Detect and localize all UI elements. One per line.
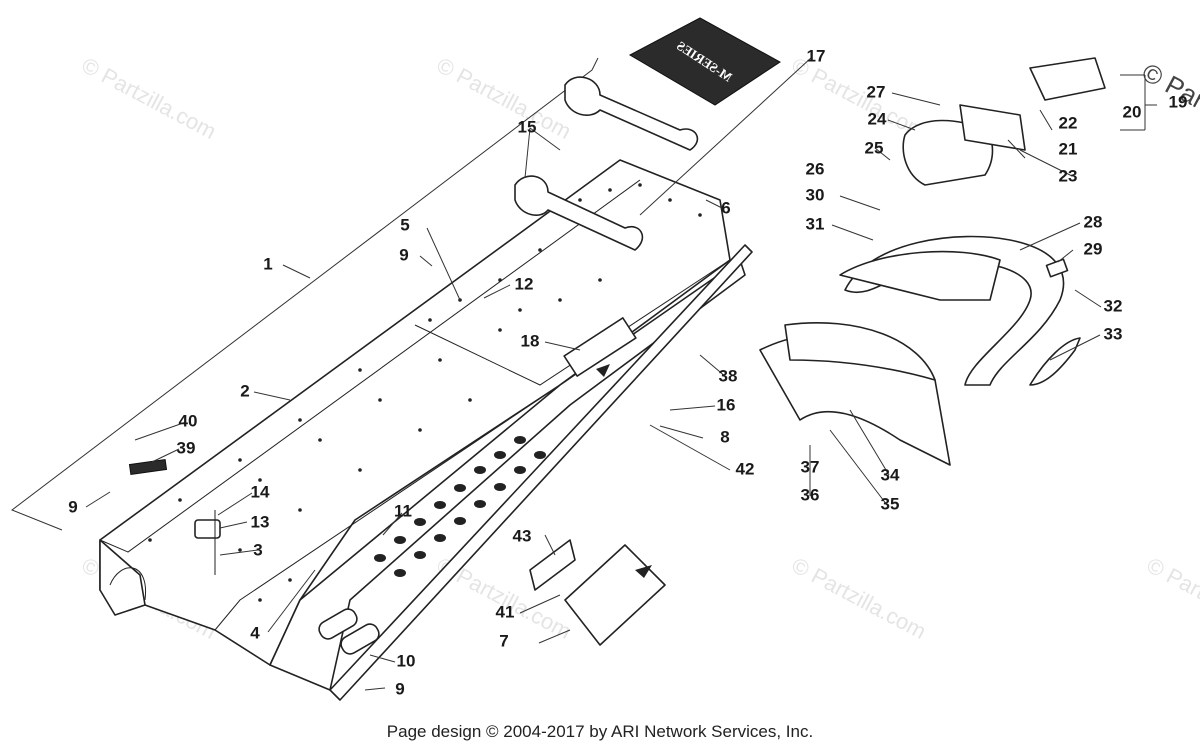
reflector-29 bbox=[1045, 258, 1069, 278]
grab-handles bbox=[514, 76, 699, 251]
running-board-holes bbox=[374, 436, 546, 577]
watermark: © Partzilla.com bbox=[78, 52, 221, 144]
label-18: 18 bbox=[521, 331, 540, 350]
label-9a: 9 bbox=[399, 245, 408, 264]
label-40: 40 bbox=[179, 411, 198, 430]
label-6: 6 bbox=[721, 198, 730, 217]
label-25: 25 bbox=[865, 138, 884, 157]
decal-m-series: M-SERIES bbox=[628, 17, 781, 106]
label-1: 1 bbox=[263, 254, 272, 273]
label-13: 13 bbox=[251, 512, 270, 531]
label-30: 30 bbox=[806, 185, 825, 204]
arrow-marker bbox=[596, 364, 610, 377]
rivet-dots bbox=[148, 183, 702, 602]
rear-bumper bbox=[839, 235, 1065, 386]
label-24: 24 bbox=[868, 109, 887, 128]
label-9b: 9 bbox=[68, 497, 77, 516]
label-16: 16 bbox=[717, 395, 736, 414]
label-34: 34 bbox=[881, 465, 900, 484]
label-32: 32 bbox=[1104, 296, 1123, 315]
snow-flap bbox=[759, 321, 951, 466]
taillight-lens bbox=[959, 104, 1026, 151]
tunnel-body bbox=[99, 159, 753, 701]
label-7: 7 bbox=[499, 631, 508, 650]
leader-lines bbox=[85, 56, 1157, 691]
label-21: 21 bbox=[1059, 139, 1078, 158]
page-footer: Page design © 2004-2017 by ARI Network S… bbox=[386, 722, 814, 741]
label-37: 37 bbox=[801, 457, 820, 476]
label-10: 10 bbox=[397, 651, 416, 670]
label-22: 22 bbox=[1059, 113, 1078, 132]
label-4: 4 bbox=[250, 623, 260, 642]
small-decal bbox=[563, 317, 637, 377]
label-43: 43 bbox=[513, 526, 532, 545]
decal-39 bbox=[128, 458, 168, 476]
label-9c: 9 bbox=[395, 679, 404, 698]
assembly-bracket bbox=[10, 57, 599, 531]
tail-lamp bbox=[1029, 57, 1106, 101]
label-35: 35 bbox=[881, 494, 900, 513]
label-3: 3 bbox=[253, 540, 262, 559]
reflector-33 bbox=[1029, 337, 1081, 386]
label-28: 28 bbox=[1084, 212, 1103, 231]
label-41: 41 bbox=[496, 602, 515, 621]
label-29: 29 bbox=[1084, 239, 1103, 258]
label-36: 36 bbox=[801, 485, 820, 504]
label-42: 42 bbox=[736, 459, 755, 478]
label-39: 39 bbox=[177, 438, 196, 457]
label-31: 31 bbox=[806, 214, 825, 233]
label-20: 20 bbox=[1123, 102, 1142, 121]
label-38: 38 bbox=[719, 366, 738, 385]
label-27: 27 bbox=[867, 82, 886, 101]
label-14: 14 bbox=[251, 482, 270, 501]
hardware-13-14 bbox=[194, 510, 221, 575]
watermark: © Partzilla.com bbox=[433, 52, 576, 144]
label-19: 19 bbox=[1169, 92, 1188, 111]
label-2: 2 bbox=[240, 381, 249, 400]
label-8: 8 bbox=[720, 427, 729, 446]
bracket-7 bbox=[529, 539, 666, 646]
label-33: 33 bbox=[1104, 324, 1123, 343]
part-labels: 1 2 3 4 5 6 7 8 9 9 9 10 11 12 13 14 15 … bbox=[68, 46, 1187, 698]
label-11: 11 bbox=[394, 501, 412, 520]
label-23: 23 bbox=[1059, 166, 1078, 185]
label-26: 26 bbox=[806, 159, 825, 178]
watermark: © Partzilla.com bbox=[1143, 552, 1200, 644]
label-5: 5 bbox=[400, 215, 409, 234]
label-17: 17 bbox=[807, 46, 826, 65]
label-12: 12 bbox=[515, 274, 534, 293]
watermark: © Partzilla.com bbox=[788, 552, 931, 644]
label-15: 15 bbox=[518, 117, 537, 136]
